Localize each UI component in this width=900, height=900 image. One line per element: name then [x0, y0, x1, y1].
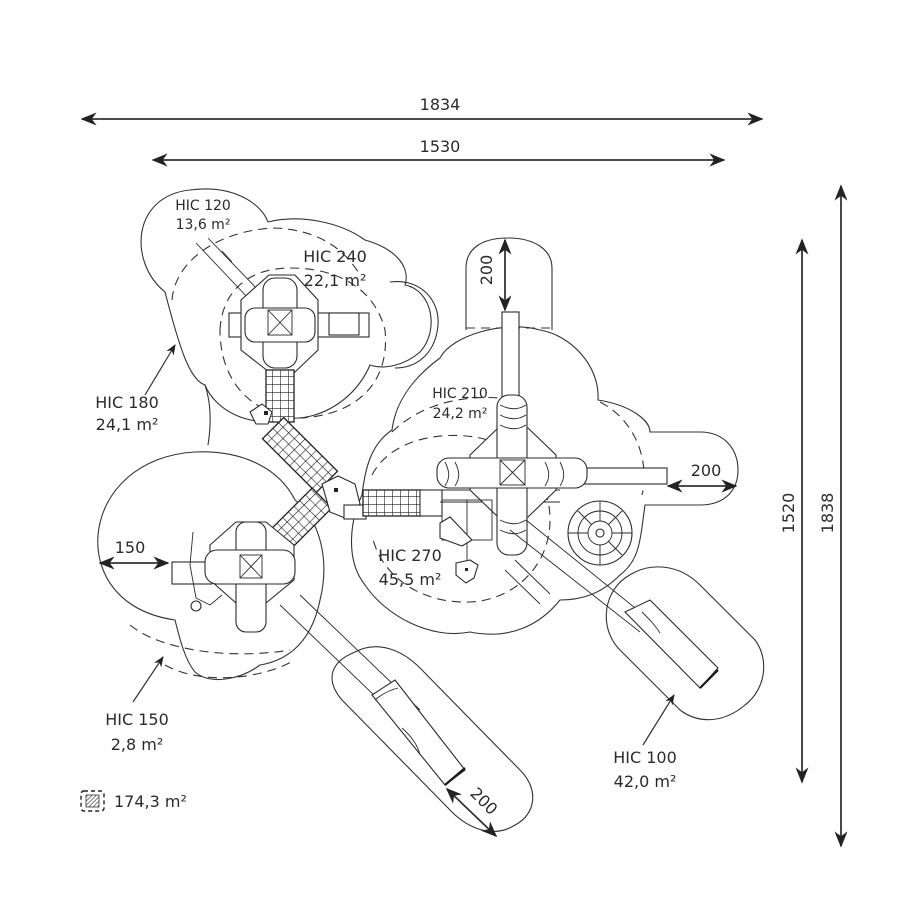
- tower-left: [171, 521, 296, 633]
- hic-label-180: HIC 180 24,1 m²: [95, 344, 176, 434]
- dimension-overall-depth: 1838: [818, 184, 848, 848]
- hatched-square-icon: [80, 790, 105, 812]
- svg-text:HIC 210: HIC 210: [432, 386, 488, 402]
- dimension-clearance-left: 150: [98, 538, 170, 570]
- play-structure: [171, 237, 719, 786]
- slide-bottom-right: [509, 519, 719, 689]
- dimension-label: 200: [477, 255, 496, 286]
- dimension-label: 1838: [818, 493, 837, 534]
- svg-text:45,5 m²: 45,5 m²: [379, 570, 442, 589]
- svg-text:HIC 100: HIC 100: [613, 748, 677, 767]
- svg-text:24,2 m²: 24,2 m²: [433, 406, 488, 422]
- tower-right: [436, 311, 668, 584]
- dimension-clearance-top: 200: [477, 238, 512, 312]
- climbing-net: [362, 489, 422, 517]
- svg-text:HIC 120: HIC 120: [175, 198, 231, 214]
- total-area-value: 174,3 m²: [114, 792, 187, 811]
- zone-hic-120: [140, 188, 432, 423]
- dimension-label: 1520: [779, 493, 798, 534]
- svg-text:24,1 m²: 24,1 m²: [96, 415, 159, 434]
- slide-bottom-left: [279, 594, 466, 786]
- dimension-platform-depth: 1520: [779, 238, 809, 784]
- svg-text:HIC 240: HIC 240: [303, 247, 367, 266]
- dimension-label: 1530: [420, 137, 461, 156]
- svg-text:HIC 180: HIC 180: [95, 393, 159, 412]
- zone-hic-180: [204, 384, 211, 446]
- hic-label-240: HIC 240 22,1 m²: [303, 247, 367, 290]
- hic-label-150: HIC 150 2,8 m²: [105, 656, 169, 754]
- tower-top-left: [228, 274, 370, 373]
- svg-text:HIC 270: HIC 270: [378, 546, 442, 565]
- dimension-overall-width: 1834: [80, 95, 764, 126]
- zone-hic-100: [605, 566, 765, 721]
- legend-total-area: 174,3 m²: [80, 790, 187, 812]
- svg-text:13,6 m²: 13,6 m²: [176, 217, 231, 233]
- dimension-label: 1834: [420, 95, 461, 114]
- svg-text:HIC 150: HIC 150: [105, 710, 169, 729]
- dimension-label: 150: [115, 538, 146, 557]
- zone-bottom-slide: [331, 646, 534, 832]
- svg-text:22,1 m²: 22,1 m²: [304, 271, 367, 290]
- dimension-clearance-bottom: 200: [445, 784, 501, 838]
- hic-label-120: HIC 120 13,6 m²: [175, 198, 231, 233]
- hic-label-100: HIC 100 42,0 m²: [613, 694, 677, 791]
- dimension-platform-width: 1530: [151, 137, 726, 167]
- zone-top-slide: [465, 237, 553, 330]
- spiral-slide: [567, 500, 633, 566]
- dimension-label: 200: [691, 461, 722, 480]
- svg-text:2,8 m²: 2,8 m²: [111, 735, 164, 754]
- zone-hic-270: [350, 326, 739, 635]
- hic-label-270: HIC 270 45,5 m²: [378, 546, 442, 589]
- svg-text:42,0 m²: 42,0 m²: [614, 772, 677, 791]
- dimension-clearance-right: 200: [666, 461, 738, 493]
- hic-label-210: HIC 210 24,2 m²: [432, 386, 488, 422]
